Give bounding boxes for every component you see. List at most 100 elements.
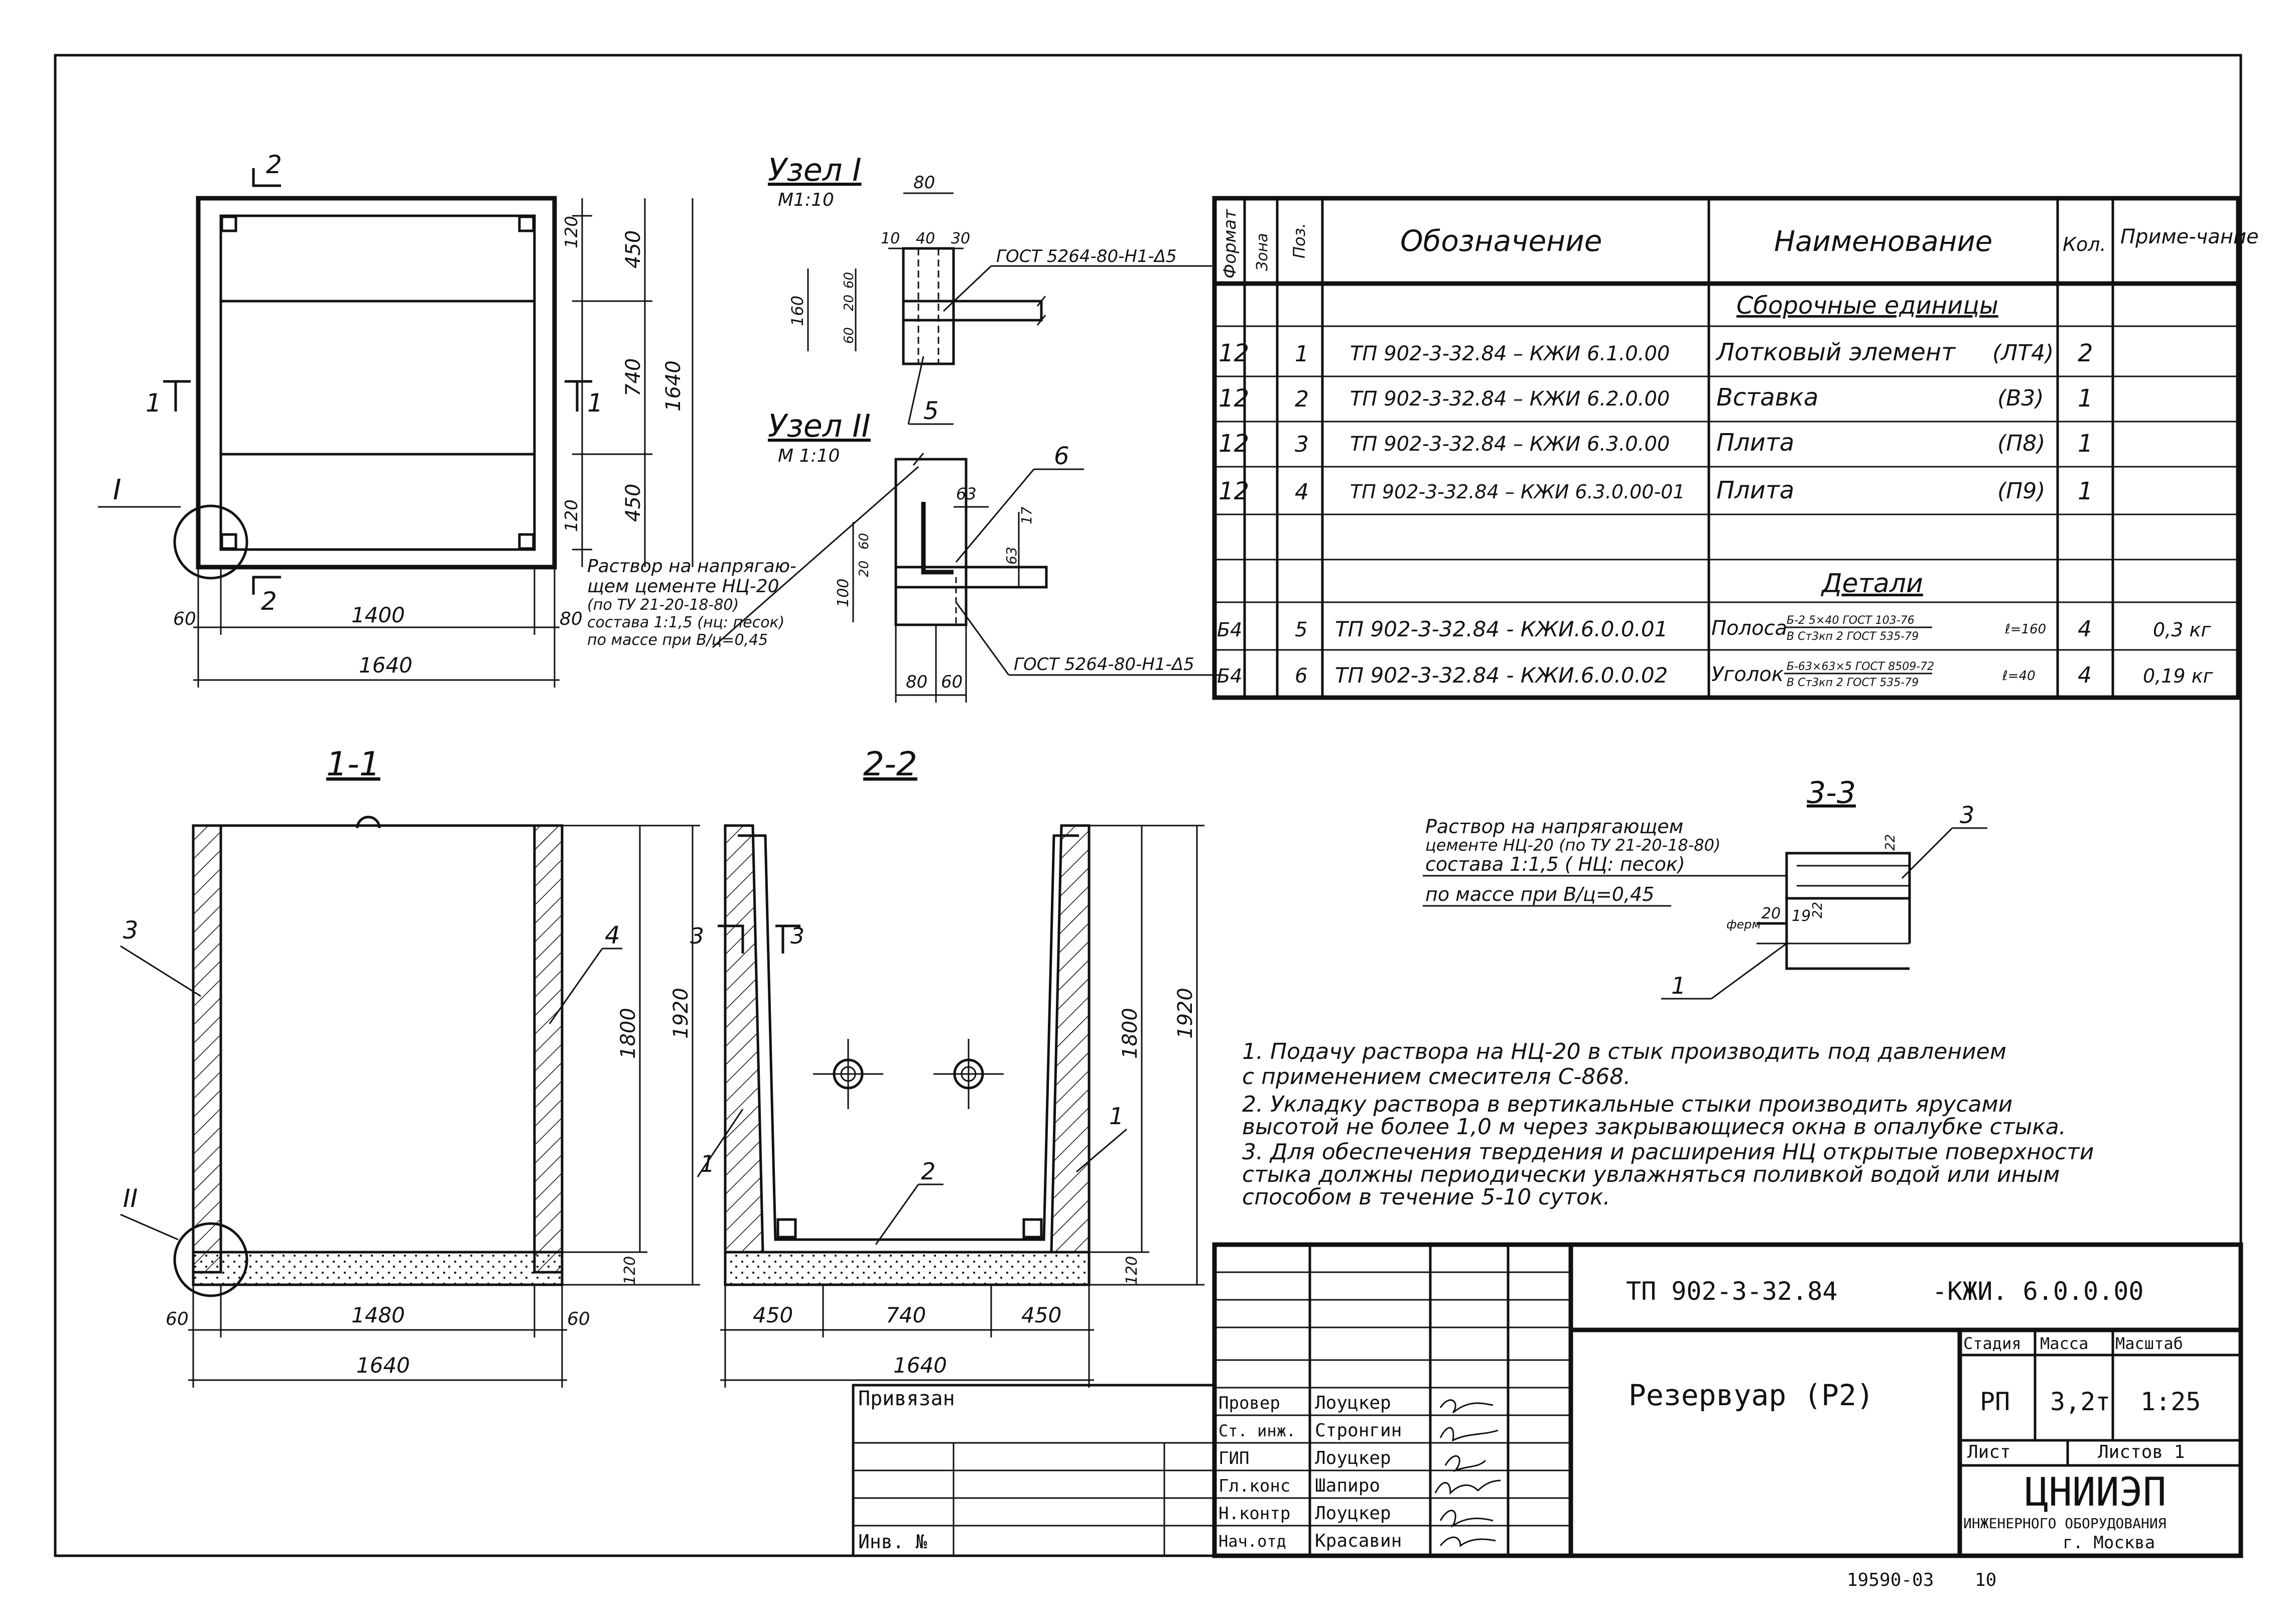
spec-row-note: 0,19 кг [2143,665,2214,687]
tb-role: ГИП [1219,1448,1249,1468]
sec22-dim-1640: 1640 [893,1353,947,1378]
tb-sheet-h: Лист [1967,1442,2011,1462]
sec11-floor-fill [194,1253,561,1284]
spec-row-format: 12 [1219,477,1249,505]
spec-row-pos: 1 [1295,341,1309,367]
tb-role-row: ГИП Лоуцкер [1219,1448,1487,1472]
tb-mass: 3,2т [2050,1387,2110,1416]
plan-dim-1640-v: 1640 [662,360,685,412]
spec-header-format: Формат [1220,209,1240,279]
spec-row-qty: 1 [2078,430,2093,458]
spec-section-details: Детали [1821,569,1923,599]
sec33-mortar-line: цементе НЦ-20 (по ТУ 21-20-18-80) [1425,836,1720,855]
cut-mark-arrow [252,576,281,595]
plan-mortar-line: состава 1:1,5 (нц: песок) [587,614,784,631]
spec-row-pos: 4 [1295,479,1309,505]
node1-plate [902,300,1043,322]
sec11-title: 1-1 [326,745,380,783]
plan-corner-angle [220,533,237,550]
spec-row-name: Лотковый элемент [1715,338,1956,366]
sec22-corner [776,1218,797,1239]
tb-org-sub: ИНЖЕНЕРНОГО ОБОРУДОВАНИЯ [1963,1515,2167,1532]
node1-scale: М1:10 [778,190,834,210]
cut-mark-arrow [163,380,191,412]
tb-footer-page: 10 [1975,1570,1996,1590]
tb-scale: 1:25 [2140,1387,2201,1416]
spec-row-format: 12 [1219,339,1249,367]
plan-cut-mark-1-right: 1 [587,388,603,418]
plan-corner-angle [518,533,535,550]
spec-header-pos: Поз. [1290,223,1309,258]
plan-outer-wall [196,196,557,570]
spec-row-spec-bot: В Ст3кп 2 ГОСТ 535-79 [1787,630,1919,643]
spec-header-zone: Зона [1254,233,1271,271]
tb-role: Провер [1219,1393,1280,1413]
plan-dim-120b: 120 [562,499,582,532]
section-2-2: 2-2 3 3 1 1 2 1800 1920 120 [690,745,1204,1388]
sec11-node-II-label: II [123,1184,138,1213]
note-line: с применением смесителя С-868. [1242,1064,1631,1090]
spec-row-length: ℓ=160 [2004,622,2046,637]
tb-person: Лоуцкер [1315,1448,1391,1468]
spec-row-designation: ТП 902-3-32.84 – КЖИ 6.2.0.00 [1350,387,1670,411]
node-II-circle [173,1222,248,1297]
section-1-1: 1-1 II 3 4 1800 1920 120 60 1480 60 1640 [120,745,700,1388]
plan-mortar-line: щем цементе НЦ-20 [587,576,779,597]
sec22-left-wall-hatch [726,827,762,1251]
node2-floor [894,566,1048,589]
plan-dim-60: 60 [173,609,196,629]
signature [1439,1427,1499,1442]
node1-gost: ГОСТ 5264-80-Н1-Δ5 [996,246,1177,266]
node-II-detail: Узел II М 1:10 6 63 17 63 100 20 60 80 6… [768,408,1225,703]
sec33-slab [1785,852,1911,900]
spec-row-designation: ТП 902-3-32.84 – КЖИ 6.3.0.00 [1350,433,1670,456]
node1-dim-160: 160 [788,296,807,326]
spec-row: Б4 5 ТП 902-3-32.84 - КЖИ.6.0.0.01 Полос… [1217,614,2211,643]
node1-wall [902,247,955,365]
sec22-dim-120: 120 [1123,1256,1141,1285]
tb-footer-num: 19590-03 [1847,1570,1934,1590]
tb-role-row: Нач.отд Красавин [1219,1531,1496,1551]
sec33-mortar-line: Раствор на напрягающем [1425,816,1683,838]
tb-sheets-h: Листов 1 [2098,1442,2185,1462]
section-3-3: 3-3 Раствор на напрягающем цементе НЦ-20… [1423,775,1987,1000]
sec22-dim-450b: 450 [1021,1303,1061,1327]
spec-header-qty: Кол. [2063,233,2106,255]
plan-mortar-line: (по ТУ 21-20-18-80) [587,596,739,614]
sec11-left-wall-hatch [194,827,220,1271]
node2-wall [894,458,968,626]
spec-row-name: Плита [1716,429,1794,457]
spec-row-note: 0,3 кг [2153,619,2211,641]
spec-row-format: Б4 [1217,665,1242,687]
plan-dim-450a: 450 [622,230,645,268]
note-line: 2. Укладку раствора в вертикальные стыки… [1242,1092,2012,1117]
plan-dim-740: 740 [622,358,645,396]
note-line: способом в течение 5-10 суток. [1242,1184,1610,1210]
spec-row-name: Плита [1716,476,1794,504]
sec11-callout-4: 4 [605,921,620,950]
sec11-dim-1920: 1920 [669,988,693,1039]
spec-row-qty: 4 [2078,662,2092,688]
sec33-dim-20: 20 [1762,905,1781,922]
plan-cut-mark-2-bot: 2 [261,587,277,616]
callout-leader [1711,942,1787,1000]
node1-title: Узел I [768,152,862,188]
spec-row-qty: 4 [2078,616,2092,642]
callout-leader [1076,1128,1127,1173]
sec22-corner [1022,1218,1043,1239]
node1-dim-60a: 60 [842,272,857,289]
spec-row: 12 4 ТП 902-3-32.84 – КЖИ 6.3.0.00-01 Пл… [1219,476,2093,505]
sec22-cut-3-left: 3 [690,923,704,949]
spec-table: Формат Зона Поз. Обозначение Наименовани… [1212,196,2259,700]
tb-person: Лоуцкер [1315,1393,1391,1413]
tb-city: г. Москва [2063,1533,2155,1553]
node2-gost: ГОСТ 5264-80-Н1-Δ5 [1014,654,1194,674]
tb-person: Лоуцкер [1315,1503,1391,1524]
node1-callout-leader [907,356,924,425]
sec33-mortar-line: по массе при В/ц=0,45 [1425,883,1654,905]
node2-dim-60: 60 [857,533,872,550]
note-line: 1. Подачу раствора на НЦ-20 в стык произ… [1242,1039,2006,1064]
mortar-leader [712,466,919,648]
spec-row-pos: 5 [1295,618,1307,641]
